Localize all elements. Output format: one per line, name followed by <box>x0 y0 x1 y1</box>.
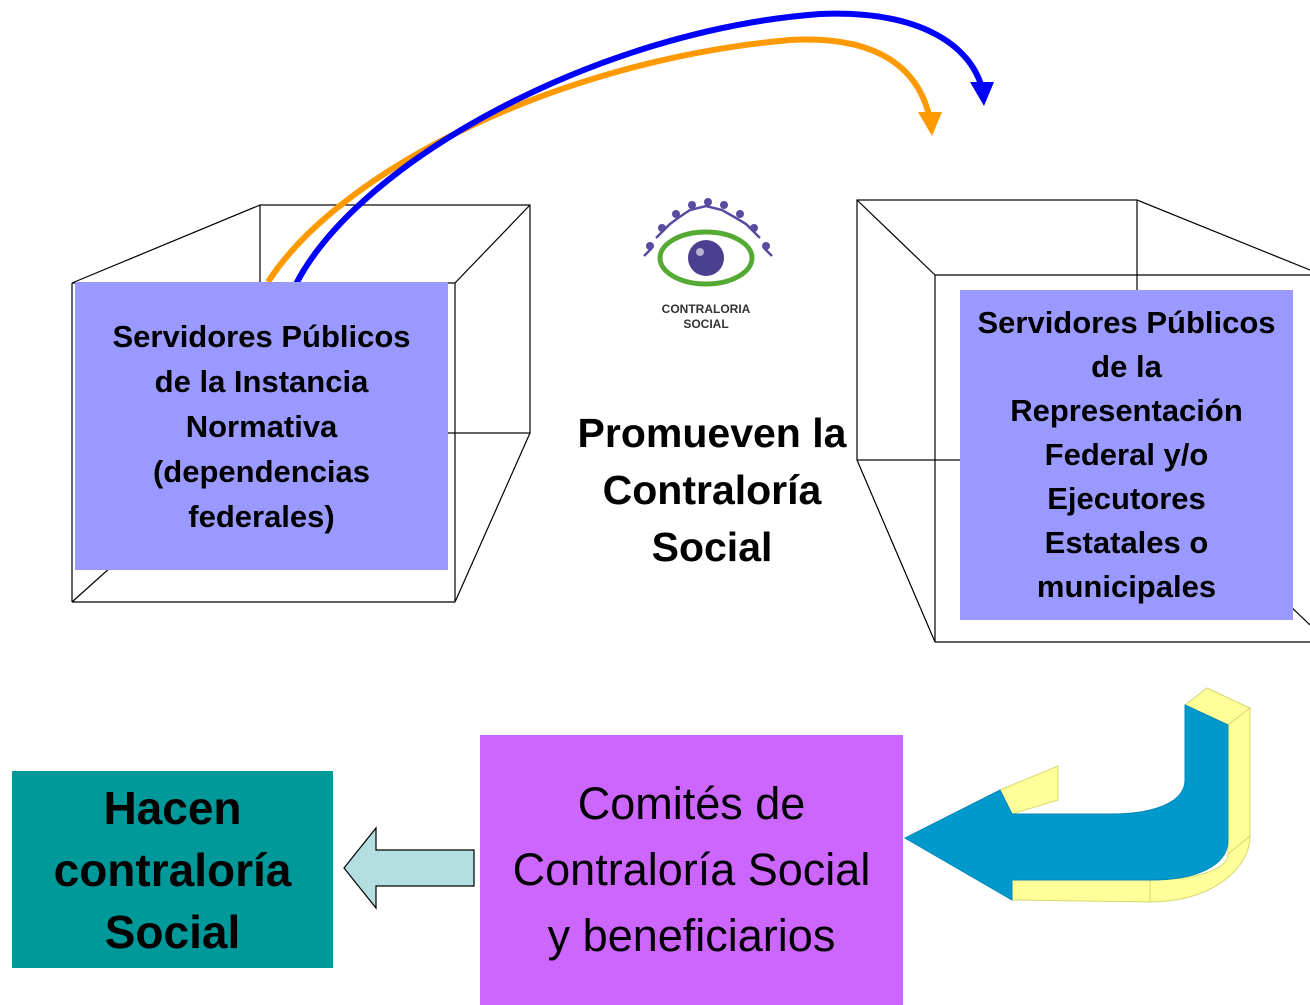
hacen-box: Hacen contraloría Social <box>12 771 333 968</box>
logo-caption-line2: SOCIAL <box>683 317 729 331</box>
comites-box: Comités de Contraloría Social y benefici… <box>480 735 903 1005</box>
small-left-arrow-icon <box>343 826 475 910</box>
representacion-federal-box: Servidores Públicos de la Representación… <box>960 290 1293 620</box>
instancia-normativa-text: Servidores Públicos de la Instancia Norm… <box>112 318 411 534</box>
logo-caption: CONTRALORIA SOCIAL <box>636 302 776 332</box>
orange-curved-arrow <box>265 36 942 284</box>
instancia-normativa-box: Servidores Públicos de la Instancia Norm… <box>75 282 448 570</box>
hacen-text: Hacen contraloría Social <box>53 781 292 958</box>
comites-text: Comités de Contraloría Social y benefici… <box>512 778 871 961</box>
representacion-federal-text: Servidores Públicos de la Representación… <box>977 305 1276 604</box>
logo-caption-line1: CONTRALORIA <box>661 302 751 316</box>
promueven-text: Promueven la Contraloría Social <box>577 409 847 570</box>
promueven-text-block: Promueven la Contraloría Social <box>572 374 852 606</box>
contraloria-social-logo-icon <box>643 198 773 287</box>
blue-curved-arrow <box>293 10 994 286</box>
curved-3d-arrow-icon <box>903 687 1251 903</box>
